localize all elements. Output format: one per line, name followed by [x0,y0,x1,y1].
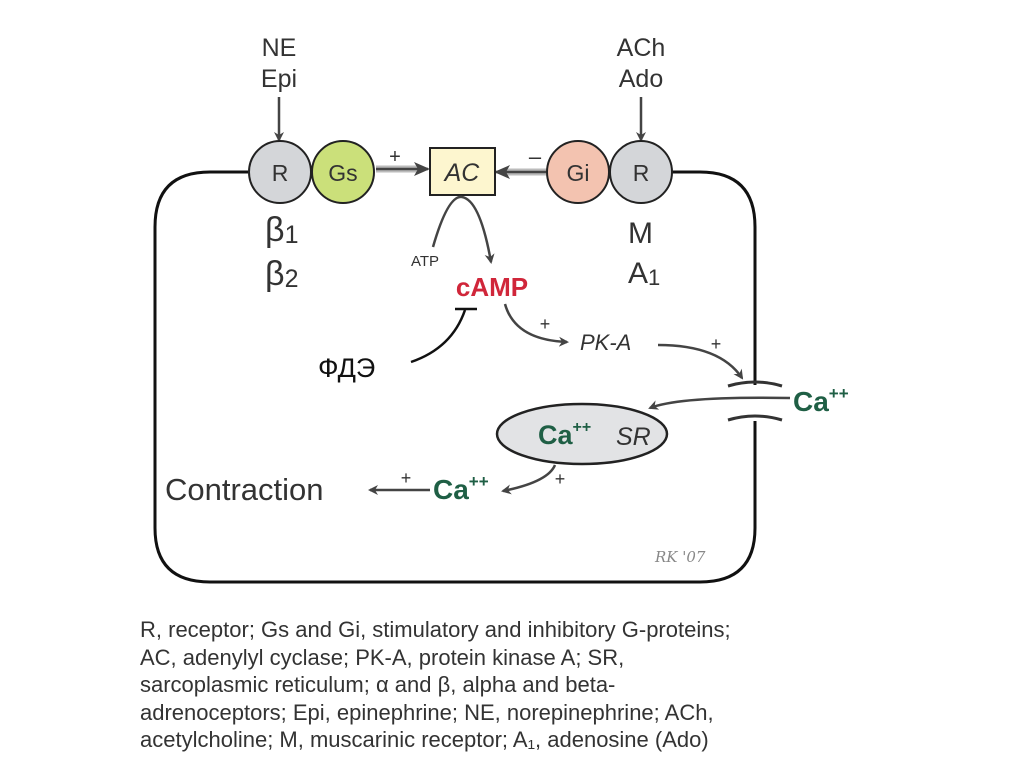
gs-protein: Gs [311,140,375,204]
svg-text:R: R [272,160,289,186]
sarcoplasmic-reticulum: Ca++ SR [495,402,669,466]
gi-protein: Gi [546,140,610,204]
left-receptor: R [248,140,312,204]
ligand-epi: Epi [261,65,297,93]
calcium-channel-bottom [727,414,783,422]
pka-label: PK-A [580,330,631,355]
cell-membrane [153,170,757,584]
calcium-influx-arrow [648,396,791,410]
svg-text:Gi: Gi [567,160,590,186]
svg-text:Ca++: Ca++ [538,419,591,450]
legend-line: acetylcholine; M, muscarinic receptor; A… [140,727,709,752]
camp-to-pka-arrow [503,303,569,347]
pde-label: ФДЭ [318,353,375,383]
sr-release-plus: + [555,469,566,489]
receptor-type-beta1: β1 [265,211,298,249]
pka-to-channel-arrow [657,343,744,380]
right-receptor: R [609,140,673,204]
receptor-type-m: M [628,217,653,250]
legend-line: AC, adenylyl cyclase; PK-A, protein kina… [140,644,625,670]
ligand-ach: ACh [617,34,666,62]
calcium-channel-top [727,380,783,388]
receptor-type-a1: A1 [628,257,660,290]
adenylyl-cyclase-box: AC [429,147,496,196]
pde-inhibition-line [410,309,467,364]
extracellular-calcium: Ca++ [793,384,849,417]
legend-line: adrenoceptors; Epi, epinephrine; NE, nor… [140,699,714,725]
camp-label: cAMP [456,272,528,302]
atp-to-camp-arrow [431,195,495,264]
contraction-label: Contraction [165,472,324,507]
channel-gap [748,385,762,421]
svg-text:Gs: Gs [328,160,357,186]
ligand-ne: NE [262,34,297,62]
gs-plus-sign: + [389,146,401,168]
svg-text:R: R [633,160,650,186]
receptor-type-beta2: β2 [265,255,298,293]
contraction-plus: + [401,468,412,488]
legend-caption: R, receptor; Gs and Gi, stimulatory and … [140,616,880,754]
cytosolic-calcium: Ca++ [433,472,489,505]
sr-release-arrow [501,464,557,495]
svg-text:SR: SR [616,423,651,451]
legend-line: sarcoplasmic reticulum; α and β, alpha a… [140,672,616,697]
pka-channel-plus: + [711,334,722,354]
ligand-ado: Ado [619,65,663,93]
author-signature: RK '07 [654,548,706,566]
legend-line: R, receptor; Gs and Gi, stimulatory and … [140,617,731,642]
camp-pka-plus: + [540,314,551,334]
gi-minus-sign: – [529,144,542,169]
atp-label: ATP [411,253,439,270]
svg-text:AC: AC [443,159,481,187]
